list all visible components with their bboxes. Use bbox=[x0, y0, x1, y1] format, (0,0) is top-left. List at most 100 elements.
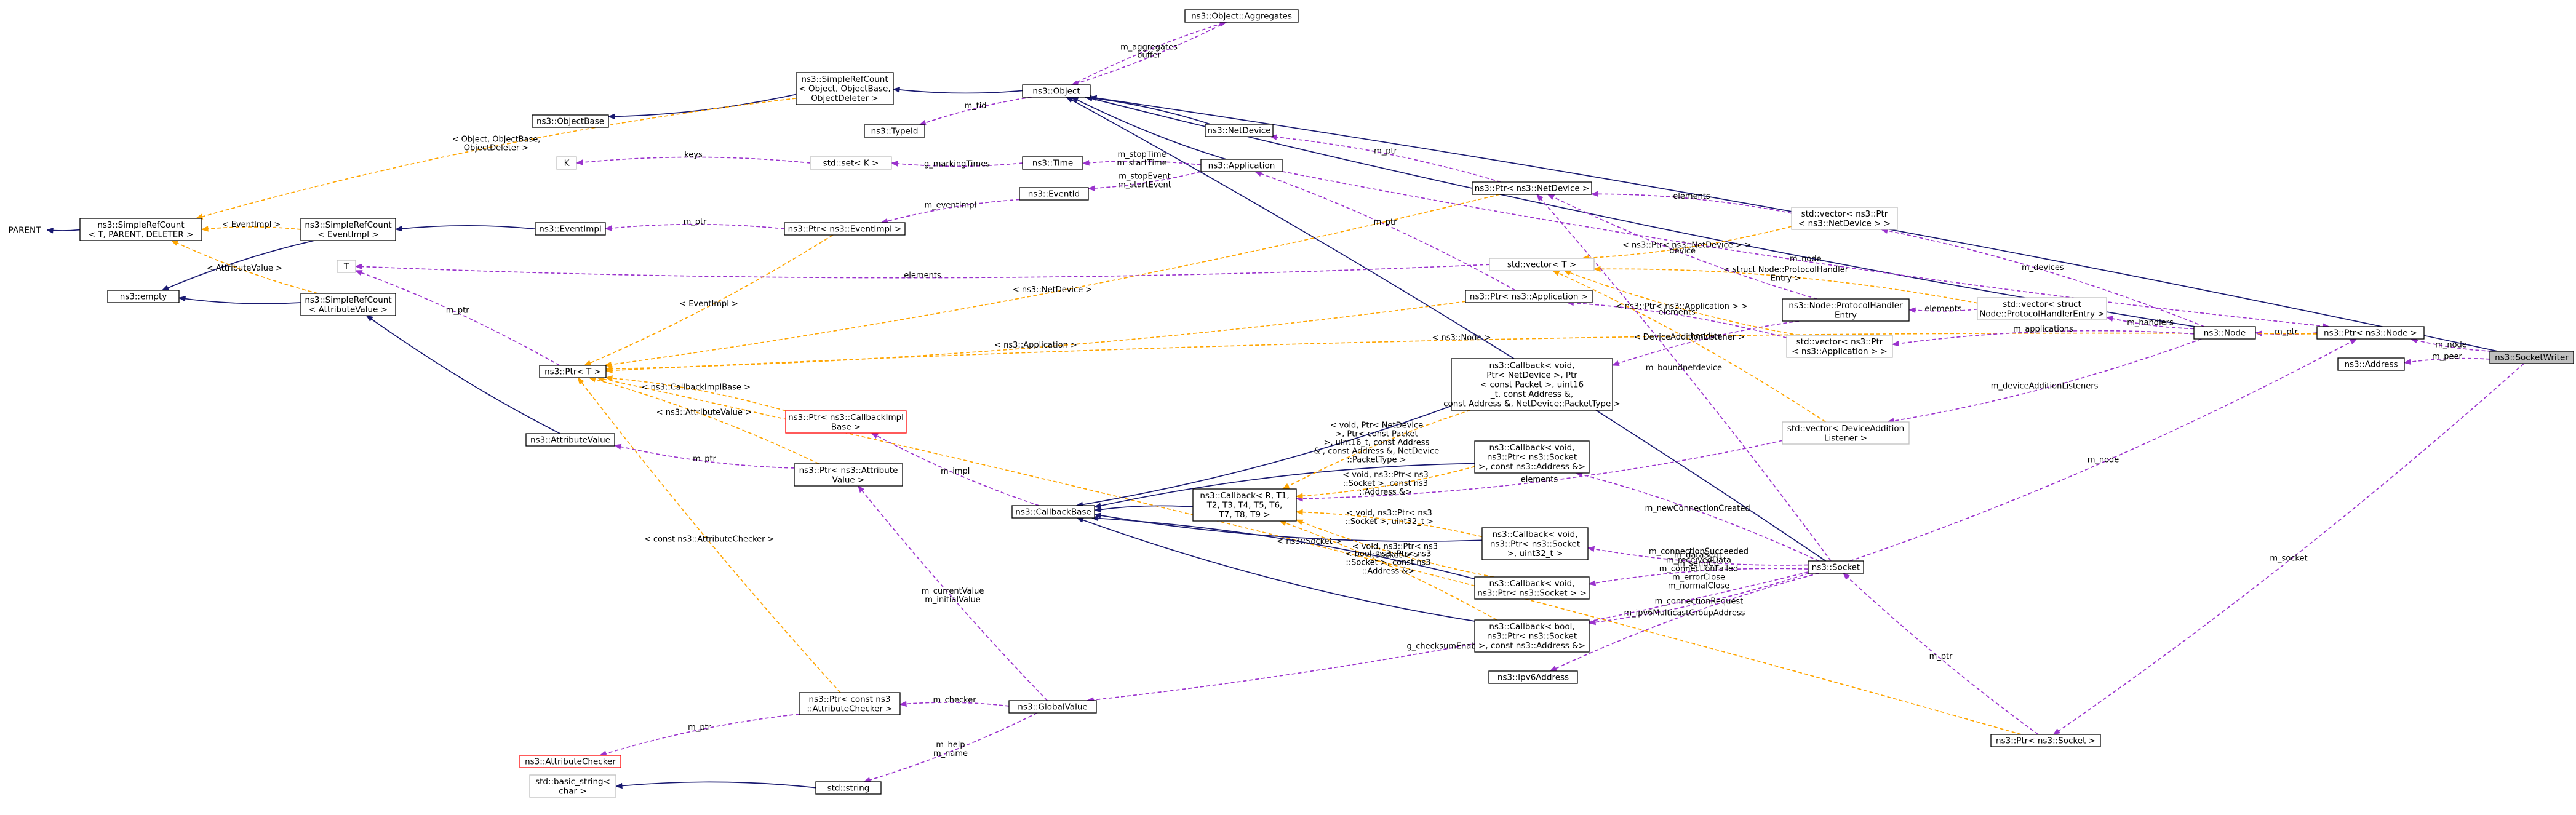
node-cb-rx[interactable]: ns3::Callback< void,Ptr< NetDevice >, Pt… bbox=[1443, 358, 1621, 411]
node-ptr-attr-value[interactable]: ns3::Ptr< ns3::AttributeValue > bbox=[794, 463, 903, 487]
edge-label-line: m_name bbox=[933, 749, 968, 758]
edge-arrowhead bbox=[178, 296, 186, 302]
node-empty[interactable]: ns3::empty bbox=[107, 290, 180, 303]
node-srcobject[interactable]: ns3::SimpleRefCount< Object, ObjectBase,… bbox=[796, 72, 894, 105]
edge-line bbox=[1589, 573, 1809, 624]
edge-line bbox=[1892, 330, 2195, 345]
node-box bbox=[815, 781, 882, 795]
edge-label-line: m_connectionSucceeded bbox=[1649, 547, 1749, 556]
edge-arrowhead bbox=[1295, 493, 1303, 499]
edge-label: < EventImpl > bbox=[679, 300, 738, 309]
edge-k-to-set-k: keys bbox=[575, 151, 811, 165]
node-string[interactable]: std::string bbox=[815, 781, 882, 795]
node-box bbox=[1791, 207, 1898, 230]
node-srcgeneric[interactable]: ns3::SimpleRefCount< T, PARENT, DELETER … bbox=[79, 218, 202, 241]
node-cb-bool[interactable]: ns3::Callback< bool,ns3::Ptr< ns3::Socke… bbox=[1474, 619, 1590, 653]
node-node[interactable]: ns3::Node bbox=[2193, 326, 2256, 340]
node-label: T7, T8, T9 > bbox=[1218, 510, 1270, 520]
node-t[interactable]: T bbox=[337, 260, 356, 273]
node-label: ns3::SimpleRefCount bbox=[305, 295, 391, 305]
node-ptr-callback-impl-base[interactable]: ns3::Ptr< ns3::CallbackImplBase > bbox=[785, 410, 907, 434]
node-ptr-node[interactable]: ns3::Ptr< ns3::Node > bbox=[2316, 326, 2425, 340]
edge-label-line: ::Socket > > bbox=[1370, 551, 1420, 560]
node-object-base[interactable]: ns3::ObjectBase bbox=[532, 114, 609, 128]
node-label: K bbox=[564, 159, 570, 169]
node-box bbox=[1808, 560, 1864, 574]
edge-label-line: m_dataSent bbox=[1674, 551, 1722, 560]
node-ptr-application[interactable]: ns3::Ptr< ns3::Application > bbox=[1465, 290, 1593, 303]
node-event-id[interactable]: ns3::EventId bbox=[1019, 187, 1089, 201]
edge-line bbox=[1589, 568, 1809, 585]
edge-line bbox=[608, 93, 797, 117]
node-attribute-value[interactable]: ns3::AttributeValue bbox=[525, 433, 615, 447]
node-label: ns3::Callback< void, bbox=[1492, 530, 1577, 539]
node-event-impl[interactable]: ns3::EventImpl bbox=[535, 222, 606, 236]
node-vec-dev-listener[interactable]: std::vector< DeviceAdditionListener > bbox=[1782, 421, 1910, 445]
node-global-value[interactable]: ns3::GlobalValue bbox=[1008, 700, 1097, 714]
edge-label-line: < void, ns3::Ptr< ns3 bbox=[1346, 509, 1432, 518]
node-aggregates[interactable]: ns3::Object::Aggregates bbox=[1184, 9, 1299, 23]
node-label: ns3::Ptr< ns3::Socket bbox=[1490, 539, 1580, 549]
node-srcattr-value[interactable]: ns3::SimpleRefCount< AttributeValue > bbox=[300, 293, 396, 316]
node-net-device[interactable]: ns3::NetDevice bbox=[1205, 124, 1274, 137]
node-vector-t[interactable]: std::vector< T > bbox=[1489, 258, 1595, 271]
node-ipv6-address[interactable]: ns3::Ipv6Address bbox=[1488, 670, 1578, 684]
node-cb-sock[interactable]: ns3::Callback< void,ns3::Ptr< ns3::Socke… bbox=[1474, 576, 1590, 600]
edge-arrowhead bbox=[354, 270, 363, 276]
node-vec-ptr-net-device[interactable]: std::vector< ns3::Ptr< ns3::NetDevice > … bbox=[1791, 207, 1898, 230]
node-callback-base[interactable]: ns3::CallbackBase bbox=[1011, 505, 1095, 519]
node-label: ::AttributeChecker > bbox=[807, 704, 892, 714]
node-ptr-socket[interactable]: ns3::Ptr< ns3::Socket > bbox=[1990, 734, 2101, 747]
node-attribute-checker[interactable]: ns3::AttributeChecker bbox=[519, 755, 621, 768]
node-application[interactable]: ns3::Application bbox=[1200, 159, 1283, 172]
node-set-k[interactable]: std::set< K > bbox=[810, 156, 892, 170]
edge-label-line: < EventImpl > bbox=[679, 300, 738, 309]
edge-line bbox=[1282, 170, 2329, 327]
edge-line bbox=[355, 264, 1490, 279]
edge-label: < bool, ns3::Ptr< ns3::Socket >, const n… bbox=[1346, 550, 1432, 576]
node-ptr-event-impl[interactable]: ns3::Ptr< ns3::EventImpl > bbox=[784, 222, 906, 236]
node-cb-data-sent[interactable]: ns3::Callback< void,ns3::Ptr< ns3::Socke… bbox=[1481, 527, 1589, 560]
node-box bbox=[1481, 527, 1589, 560]
edge-label: elements bbox=[1659, 308, 1696, 317]
node-handler-entry[interactable]: ns3::Node::ProtocolHandlerEntry bbox=[1782, 298, 1910, 322]
node-type-id[interactable]: ns3::TypeId bbox=[864, 124, 925, 138]
edge-label-line: >, uint16_t, const Address bbox=[1323, 438, 1429, 447]
edge-arrowhead bbox=[583, 360, 592, 366]
node-address[interactable]: ns3::Address bbox=[2337, 357, 2405, 371]
node-box bbox=[107, 290, 180, 303]
node-srcevent-impl[interactable]: ns3::SimpleRefCount< EventImpl > bbox=[300, 218, 396, 241]
edge-line bbox=[1066, 97, 1827, 562]
edge-label-line: m_ipv6MulticastGroupAddress bbox=[1624, 609, 1745, 618]
node-k[interactable]: K bbox=[556, 156, 577, 170]
node-time[interactable]: ns3::Time bbox=[1022, 156, 1083, 170]
edge-label: g_markingTimes bbox=[924, 159, 990, 169]
node-basic-string[interactable]: std::basic_string<char > bbox=[529, 774, 616, 798]
node-parent[interactable]: PARENT bbox=[2, 224, 47, 236]
node-label: Node::ProtocolHandlerEntry > bbox=[1979, 309, 2104, 319]
node-vec-handler-entry[interactable]: std::vector< structNode::ProtocolHandler… bbox=[1977, 297, 2107, 320]
node-callback-generic[interactable]: ns3::Callback< R, T1,T2, T3, T4, T5, T6,… bbox=[1192, 488, 1297, 522]
edge-ptr-t-to-ptr-attr-checker: < const ns3::AttributeChecker > bbox=[577, 376, 841, 693]
node-cb-conn-req[interactable]: ns3::Callback< void,ns3::Ptr< ns3::Socke… bbox=[1474, 440, 1590, 474]
edge-label-line: keys bbox=[684, 151, 703, 160]
node-ptr-attr-checker[interactable]: ns3::Ptr< const ns3::AttributeChecker > bbox=[799, 692, 901, 715]
edge-ptr-socket-to-socket-writer: m_socket bbox=[2052, 363, 2524, 735]
node-object[interactable]: ns3::Object bbox=[1022, 84, 1091, 98]
node-ptr-t[interactable]: ns3::Ptr< T > bbox=[539, 365, 607, 378]
node-box bbox=[1022, 156, 1083, 170]
node-vec-ptr-application[interactable]: std::vector< ns3::Ptr< ns3::Application … bbox=[1786, 335, 1893, 358]
edge-line bbox=[196, 97, 797, 219]
node-ptr-net-device[interactable]: ns3::Ptr< ns3::NetDevice > bbox=[1472, 181, 1592, 195]
edge-label-line: < bool, ns3::Ptr< ns3 bbox=[1346, 550, 1432, 559]
node-label: ns3::TypeId bbox=[871, 127, 919, 137]
edge-line bbox=[1296, 440, 1783, 499]
node-socket-writer[interactable]: ns3::SocketWriter bbox=[2489, 351, 2574, 364]
edge-arrowhead bbox=[1536, 193, 1544, 202]
node-socket[interactable]: ns3::Socket bbox=[1808, 560, 1864, 574]
edge-line bbox=[1094, 514, 1483, 542]
node-box bbox=[1192, 488, 1297, 522]
edge-arrowhead bbox=[201, 226, 209, 232]
